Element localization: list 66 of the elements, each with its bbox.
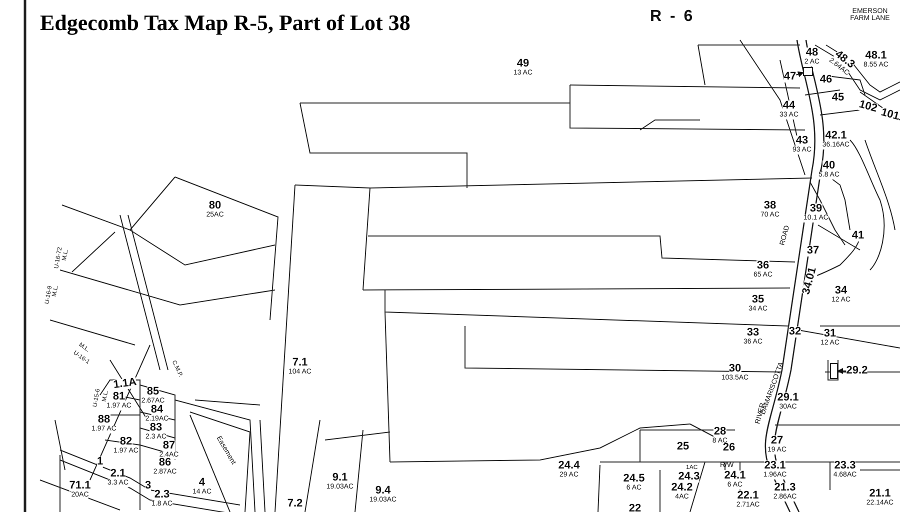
- parcel-number: 29.2: [846, 366, 868, 376]
- parcel-number: 48.1: [865, 50, 887, 62]
- sheet-label: R - 6: [650, 8, 695, 26]
- parcel-number: 4: [198, 478, 206, 488]
- parcel-number: 1.1A: [112, 376, 138, 392]
- parcel-number: 28: [714, 426, 726, 438]
- parcel-number: 48: [806, 48, 818, 58]
- parcel-number: 102: [858, 99, 878, 115]
- lot-box: [803, 66, 813, 76]
- parcel-number: 7.2: [287, 498, 303, 510]
- parcel-number: 81: [112, 392, 126, 402]
- parcel-number: 23.1: [764, 460, 786, 472]
- parcel-number: 38: [764, 200, 776, 212]
- parcel-number: 2.3: [154, 490, 170, 500]
- parcel-number: 88: [98, 414, 110, 426]
- parcel-number: 30: [728, 364, 742, 374]
- parcel-number: 24.3: [678, 472, 700, 482]
- map-title: Edgecomb Tax Map R-5, Part of Lot 38: [40, 10, 410, 36]
- parcel-number: 25: [676, 442, 690, 452]
- parcel-number: 9.4: [375, 486, 391, 496]
- parcel-number: 3: [144, 480, 152, 492]
- parcel-number: 31: [824, 328, 836, 340]
- parcel-number: 82: [120, 436, 132, 448]
- parcel-number: 7.1: [292, 358, 308, 368]
- parcel-number: 44: [782, 100, 796, 112]
- parcel-number: 86: [158, 458, 172, 468]
- parcel-number: 85: [146, 386, 160, 398]
- parcel-number: 23.3: [834, 460, 856, 472]
- parcel-number: 83: [150, 422, 162, 434]
- parcel-number: 39: [810, 204, 822, 214]
- parcel-number: 37: [806, 246, 820, 256]
- parcel-number: 22: [628, 504, 642, 512]
- parcel-number: 41: [852, 230, 864, 242]
- parcel-number: 43: [796, 136, 808, 146]
- parcel-number: 32: [788, 326, 802, 338]
- parcel-number: 27: [770, 436, 784, 446]
- parcel-number: 49: [516, 58, 530, 70]
- parcel-number: 101: [880, 107, 900, 123]
- parcel-number: 80: [208, 200, 222, 212]
- parcel-number: 84: [150, 404, 164, 416]
- parcel-number: 24.4: [558, 460, 580, 472]
- parcel-number: 24.2: [671, 482, 693, 494]
- parcel-number: 2.1: [110, 468, 126, 480]
- parcel-number: 33: [746, 328, 760, 338]
- parcel-number: 42.1: [825, 130, 847, 142]
- parcel-number: 47: [784, 72, 796, 82]
- parcel-number: 21.1: [869, 488, 891, 500]
- parcel-number: 24.5: [623, 474, 645, 484]
- parcel-number: 34.01: [801, 266, 819, 296]
- parcel-number: 21.3: [774, 482, 796, 494]
- leader-line: [837, 368, 847, 374]
- parcel-number: 35: [752, 294, 764, 306]
- parcel-number: 22.1: [737, 490, 759, 502]
- parcel-number: 26: [722, 442, 736, 454]
- parcel-number: 9.1: [332, 472, 348, 484]
- parcel-number: 87: [162, 440, 176, 452]
- parcel-number: 40: [822, 160, 836, 172]
- parcel-number: 45: [832, 92, 844, 104]
- parcel-number: 1: [96, 456, 104, 468]
- lot-box: [830, 363, 838, 379]
- parcel-number: 71.1: [69, 480, 91, 492]
- parcel-number: 34: [834, 286, 848, 296]
- parcel-number: 36: [756, 260, 770, 272]
- parcel-number: 24.1: [724, 470, 746, 482]
- leader-line: [796, 71, 804, 78]
- parcel-number: 46: [820, 74, 832, 86]
